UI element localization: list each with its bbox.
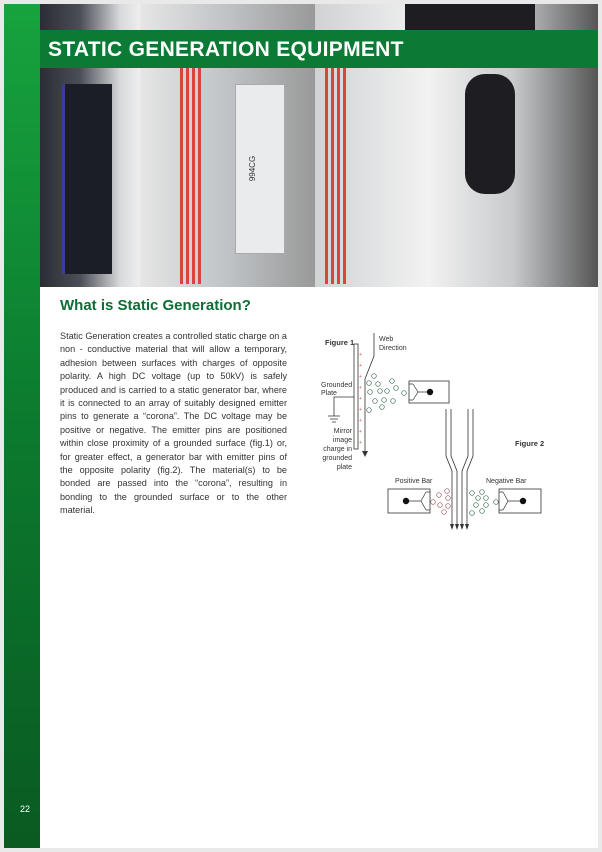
svg-text:+: +: [359, 385, 362, 391]
green-side-strip: [4, 4, 40, 848]
section-heading: What is Static Generation?: [60, 297, 251, 314]
svg-text:+: +: [359, 440, 362, 446]
mirror-label: plate: [337, 464, 352, 471]
svg-text:+: +: [359, 429, 362, 435]
page-number: 22: [20, 804, 31, 814]
direction-label: Direction: [379, 345, 407, 352]
mirror-label: grounded: [322, 455, 352, 462]
title-bar: STATIC GENERATION EQUIPMENT: [40, 30, 598, 68]
svg-text:+: +: [359, 407, 362, 413]
grounded-label: Grounded: [321, 382, 352, 389]
svg-text:+: +: [359, 374, 362, 380]
mirror-label: charge in: [323, 446, 352, 453]
figure-1-label: Figure 1: [325, 338, 354, 347]
plate-label: Plate: [321, 390, 337, 397]
svg-text:+: +: [359, 363, 362, 369]
section-body: Static Generation creates a controlled s…: [60, 331, 287, 516]
figure-2-label: Figure 2: [515, 439, 544, 448]
negative-bar-label: Negative Bar: [486, 478, 527, 485]
mirror-label: image: [333, 437, 352, 444]
mirror-label: Mirror: [334, 428, 353, 435]
document-page: 994CG STATIC GENERATION EQUIPMENT: [4, 4, 598, 848]
page-title: STATIC GENERATION EQUIPMENT: [48, 38, 404, 61]
svg-text:+: +: [359, 352, 362, 358]
svg-text:+: +: [359, 418, 362, 424]
positive-bar-label: Positive Bar: [395, 478, 433, 485]
web-label: Web: [379, 336, 393, 343]
device-label: 994CG: [248, 155, 258, 182]
static-generation-diagram: Figure 1 Web Direction Grounded Plate Mi…: [321, 333, 544, 530]
svg-text:+: +: [359, 396, 362, 402]
